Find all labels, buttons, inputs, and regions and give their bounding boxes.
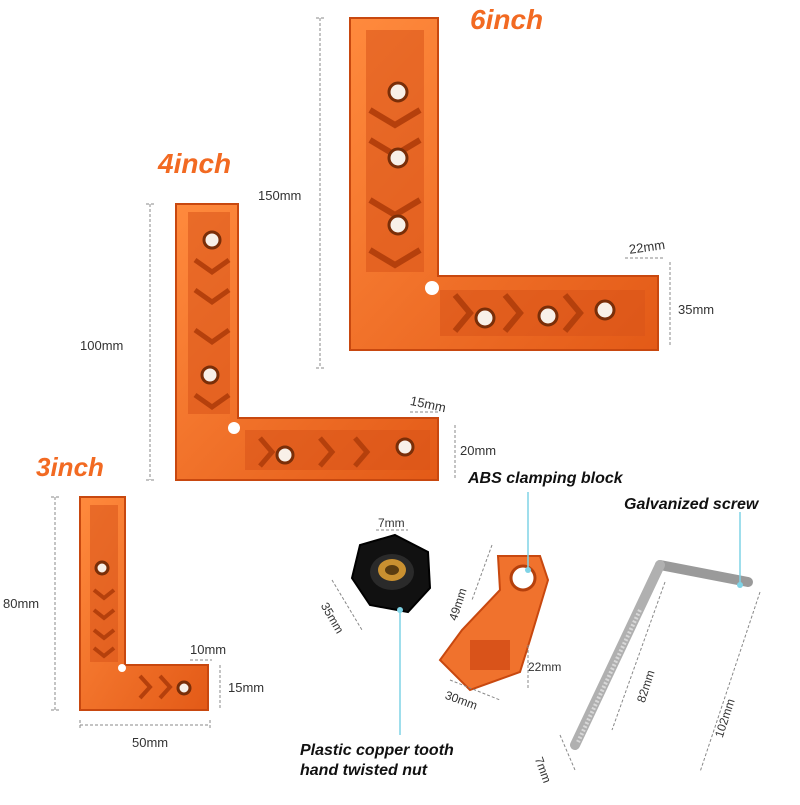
height-label-6inch: 150mm [258, 188, 302, 203]
callout-clamp-block: ABS clamping block [468, 470, 623, 487]
thickness-label-3inch: 10mm [190, 642, 227, 657]
arm-label-3inch: 15mm [228, 680, 265, 695]
arm-label-6inch: 35mm [678, 302, 715, 317]
height-label-3inch: 80mm [3, 596, 40, 611]
height-label-4inch: 100mm [80, 338, 124, 353]
size-label-4inch: 4inch [158, 148, 232, 179]
dimension-lines [51, 17, 671, 730]
size-label-6inch: 6inch [470, 4, 544, 35]
clamp-neck-label: 22mm [528, 660, 562, 674]
callout-nut-line2: hand twisted nut [300, 762, 428, 779]
callout-lines [399, 492, 741, 735]
width-label-3inch: 50mm [132, 735, 169, 750]
size-label-3inch: 3inch [36, 452, 104, 482]
knob-nut [350, 533, 432, 614]
callout-screw: Galvanized screw [624, 496, 759, 513]
screw [570, 560, 753, 750]
square-3inch [79, 496, 209, 711]
square-6inch [349, 17, 659, 351]
arm-label-4inch: 20mm [460, 443, 497, 458]
square-4inch [175, 203, 439, 481]
nut-hole-label: 7mm [378, 516, 405, 530]
callout-nut-line1: Plastic copper tooth [300, 742, 454, 759]
